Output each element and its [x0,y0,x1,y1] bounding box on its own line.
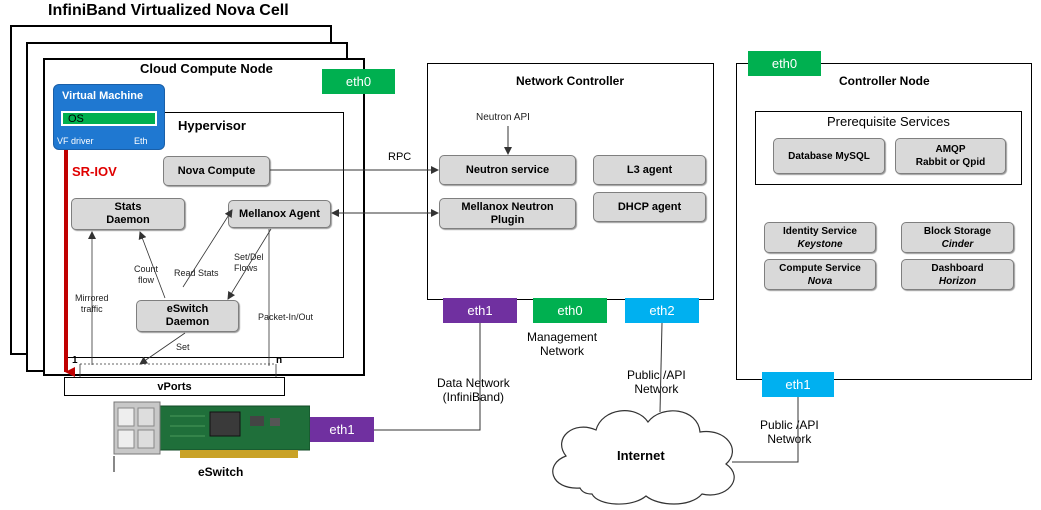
network-controller-title: Network Controller [516,74,625,88]
stats-daemon-box[interactable]: Stats Daemon [71,198,185,230]
hypervisor-title: Hypervisor [178,118,246,133]
network-card-icon [113,401,310,472]
stats-daemon-line1: Stats [114,201,142,213]
set-label: Set [176,342,190,352]
identity-line1: Identity Service [783,225,857,237]
dashboard-box[interactable]: Dashboard Horizon [901,259,1014,290]
compute-service-line2: Nova [807,275,833,287]
sr-iov-label: SR-IOV [72,164,117,179]
packet-in-out-label: Packet-In/Out [258,312,314,322]
data-network-label: Data Network(InfiniBand) [437,376,510,404]
dashboard-line2: Horizon [938,275,977,287]
amqp-line1: AMQP [935,144,966,155]
nova-compute-box[interactable]: Nova Compute [163,156,270,186]
eswitch-daemon-line1: eSwitch [166,303,209,315]
nc-eth2: eth2 [625,298,699,323]
l3-agent-box[interactable]: L3 agent [593,155,706,185]
mellanox-plugin-line1: Mellanox Neutron [461,200,554,213]
os-bar: OS [61,111,157,126]
port-last-label: n [276,355,283,366]
controller-eth1: eth1 [762,372,834,397]
diagram-title: InfiniBand Virtualized Nova Cell [48,2,289,19]
block-line1: Block Storage [923,225,992,237]
eswitch-daemon-box[interactable]: eSwitch Daemon [136,300,239,332]
read-stats-label: Read Stats [174,268,219,278]
vm-eth-label: Eth [134,136,148,146]
eswitch-label: eSwitch [198,465,244,479]
cloud-icon [552,410,735,505]
identity-line2: Keystone [797,238,843,250]
block-line2: Cinder [941,238,974,250]
dashboard-line1: Dashboard [931,262,984,274]
eswitch-daemon-line2: Daemon [165,316,210,328]
block-storage-box[interactable]: Block Storage Cinder [901,222,1014,253]
vports-bar: vPorts [64,377,285,396]
identity-service-box[interactable]: Identity Service Keystone [764,222,876,253]
mellanox-agent-box[interactable]: Mellanox Agent [228,200,331,228]
cloud-compute-node-title: Cloud Compute Node [140,61,273,76]
compute-service-box[interactable]: Compute Service Nova [764,259,876,290]
internet-label: Internet [617,448,665,463]
stats-daemon-line2: Daemon [106,214,150,226]
rpc-label: RPC [388,151,412,163]
dhcp-agent-box[interactable]: DHCP agent [593,192,706,222]
compute-eth0: eth0 [322,69,395,94]
prerequisite-services-title: Prerequisite Services [827,114,950,129]
mellanox-neutron-plugin-box[interactable]: Mellanox Neutron Plugin [439,198,576,229]
database-mysql-box[interactable]: Database MySQL [773,138,885,174]
amqp-box[interactable]: AMQP Rabbit or Qpid [895,138,1006,174]
compute-service-line1: Compute Service [779,262,861,274]
neutron-service-box[interactable]: Neutron service [439,155,576,185]
virtual-machine-title: Virtual Machine [62,90,144,102]
controller-eth0: eth0 [748,51,821,76]
amqp-line2: Rabbit or Qpid [915,157,986,168]
mellanox-plugin-line2: Plugin [490,213,525,226]
eswitch-eth1: eth1 [310,417,374,442]
virtual-machine[interactable]: Virtual Machine OS VF driver Eth [53,84,165,150]
os-label: OS [68,113,84,125]
neutron-api-label: Neutron API [476,112,530,123]
port-first-label: 1 [72,355,78,366]
vf-driver-label: VF driver [57,136,94,146]
nc-eth0: eth0 [533,298,607,323]
controller-node-title: Controller Node [839,74,930,88]
nc-eth1: eth1 [443,298,517,323]
